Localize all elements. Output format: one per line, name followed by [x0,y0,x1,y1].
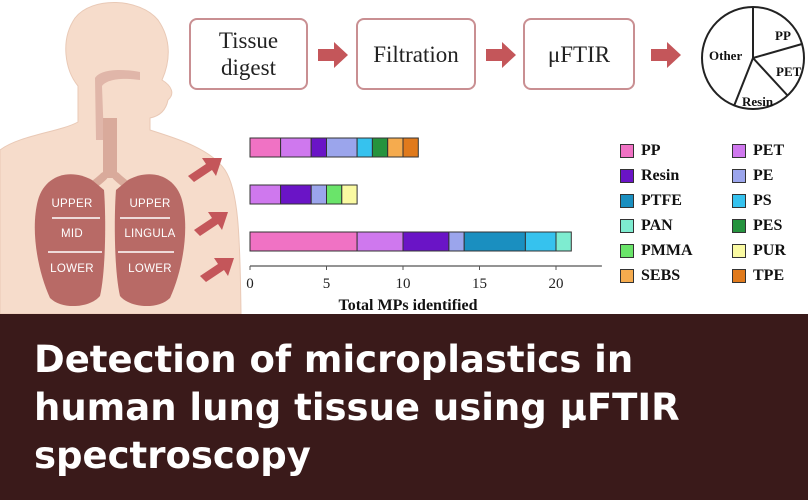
legend-swatch [620,144,634,158]
legend-label: PES [753,217,783,234]
x-tick-label: 10 [396,276,411,292]
bar-segment-sebs [387,137,404,158]
legend-item-pmma: PMMA [620,242,693,260]
legend-label: PUR [753,242,786,259]
legend-swatch [620,244,634,258]
bar-segment-pp [249,231,358,252]
bar-segment-ps [356,137,373,158]
airway [95,70,140,140]
lobe-label-right-upper: UPPER [129,198,171,210]
bar-segment-pp [249,137,282,158]
flow-arrow-2-icon [486,42,516,68]
left-lung [34,174,106,307]
legend-label: PMMA [641,242,693,259]
x-tick-label: 20 [549,276,564,292]
legend-label: PE [753,167,774,184]
x-tick-label: 5 [323,276,331,292]
legend-item-pe: PE [732,167,773,185]
arrow-to-upper-bar-icon [188,158,222,182]
bar-segment-ps [524,231,557,252]
legend-swatch [732,244,746,258]
polymer-pie: PP PET Resin Other [701,6,805,110]
figure-panel: UPPER MID LOWER UPPER LINGULA LOWER Tiss… [0,2,805,314]
step-box-uftir: μFTIR [523,18,635,90]
legend-label: PP [641,142,661,159]
pie-label-other: Other [709,48,742,63]
legend-item-ptfe: PTFE [620,192,682,210]
bar-segment-pan [555,231,572,252]
pie-divider [752,43,803,59]
bar-segment-pes [371,137,389,158]
x-tick-label: 15 [472,276,487,292]
bar-segment-resin [402,231,450,252]
lung-to-bar-arrows [188,158,234,282]
legend-label: PS [753,192,772,209]
legend-label: PET [753,142,785,159]
bar-segment-pmma [326,184,343,205]
flow-arrow-1-icon [318,42,348,68]
legend-swatch [620,169,634,183]
pie-label-pp: PP [775,28,791,43]
bar-segment-resin [310,137,327,158]
headline-title: Detection of microplastics in human lung… [34,338,680,477]
lobe-label-left-mid: MID [61,228,83,240]
legend-swatch [732,269,746,283]
legend-label: SEBS [641,267,681,284]
x-axis-label: Total MPs identified [339,297,478,314]
step-box-filtration: Filtration [356,18,476,90]
legend-item-pet: PET [732,142,784,160]
bar-segment-pe [326,137,358,158]
legend-swatch [620,219,634,233]
legend-item-pan: PAN [620,217,673,235]
legend-label: TPE [753,267,785,284]
legend-item-pp: PP [620,142,661,160]
pie-label-resin: Resin [742,94,774,109]
step-box-tissue-digest: Tissue digest [189,18,308,90]
x-tick-label: 0 [246,276,254,292]
bar-segment-pet [280,137,312,158]
pie-divider [733,57,754,107]
arrow-to-mid-bar-icon [194,212,228,236]
human-lung-illustration [0,2,242,314]
lobe-label-right-lingula: LINGULA [124,228,176,240]
lobe-label-right-lower: LOWER [128,263,172,275]
bar-segment-pe [448,231,465,252]
bar-segment-pet [249,184,282,205]
legend-item-sebs: SEBS [620,267,680,285]
legend-label: PTFE [641,192,682,209]
legend-label: Resin [641,167,680,184]
legend-item-ps: PS [732,192,772,210]
bar-segment-pur [341,184,358,205]
bar-segment-resin [280,184,312,205]
lobe-label-left-upper: UPPER [51,198,93,210]
legend-swatch [732,169,746,183]
legend-swatch [732,219,746,233]
pie-label-pet: PET [776,64,802,79]
right-lung [114,174,186,307]
legend-item-tpe: TPE [732,267,784,285]
legend-item-pes: PES [732,217,782,235]
legend-swatch [732,144,746,158]
bar-segment-pe [310,184,327,205]
bar-segment-pet [356,231,404,252]
arrow-to-lower-bar-icon [200,258,234,282]
legend-swatch [620,269,634,283]
lobe-label-left-lower: LOWER [50,263,94,275]
legend-item-pur: PUR [732,242,786,260]
legend-swatch [732,194,746,208]
legend-label: PAN [641,217,673,234]
headline-banner: Detection of microplastics in human lung… [0,314,808,500]
flow-arrow-3-icon [651,42,681,68]
pie-divider [752,57,789,97]
trachea [103,118,117,178]
legend-swatch [620,194,634,208]
legend-item-resin: Resin [620,167,679,185]
bar-segment-tpe [402,137,419,158]
bar-segment-ptfe [463,231,526,252]
